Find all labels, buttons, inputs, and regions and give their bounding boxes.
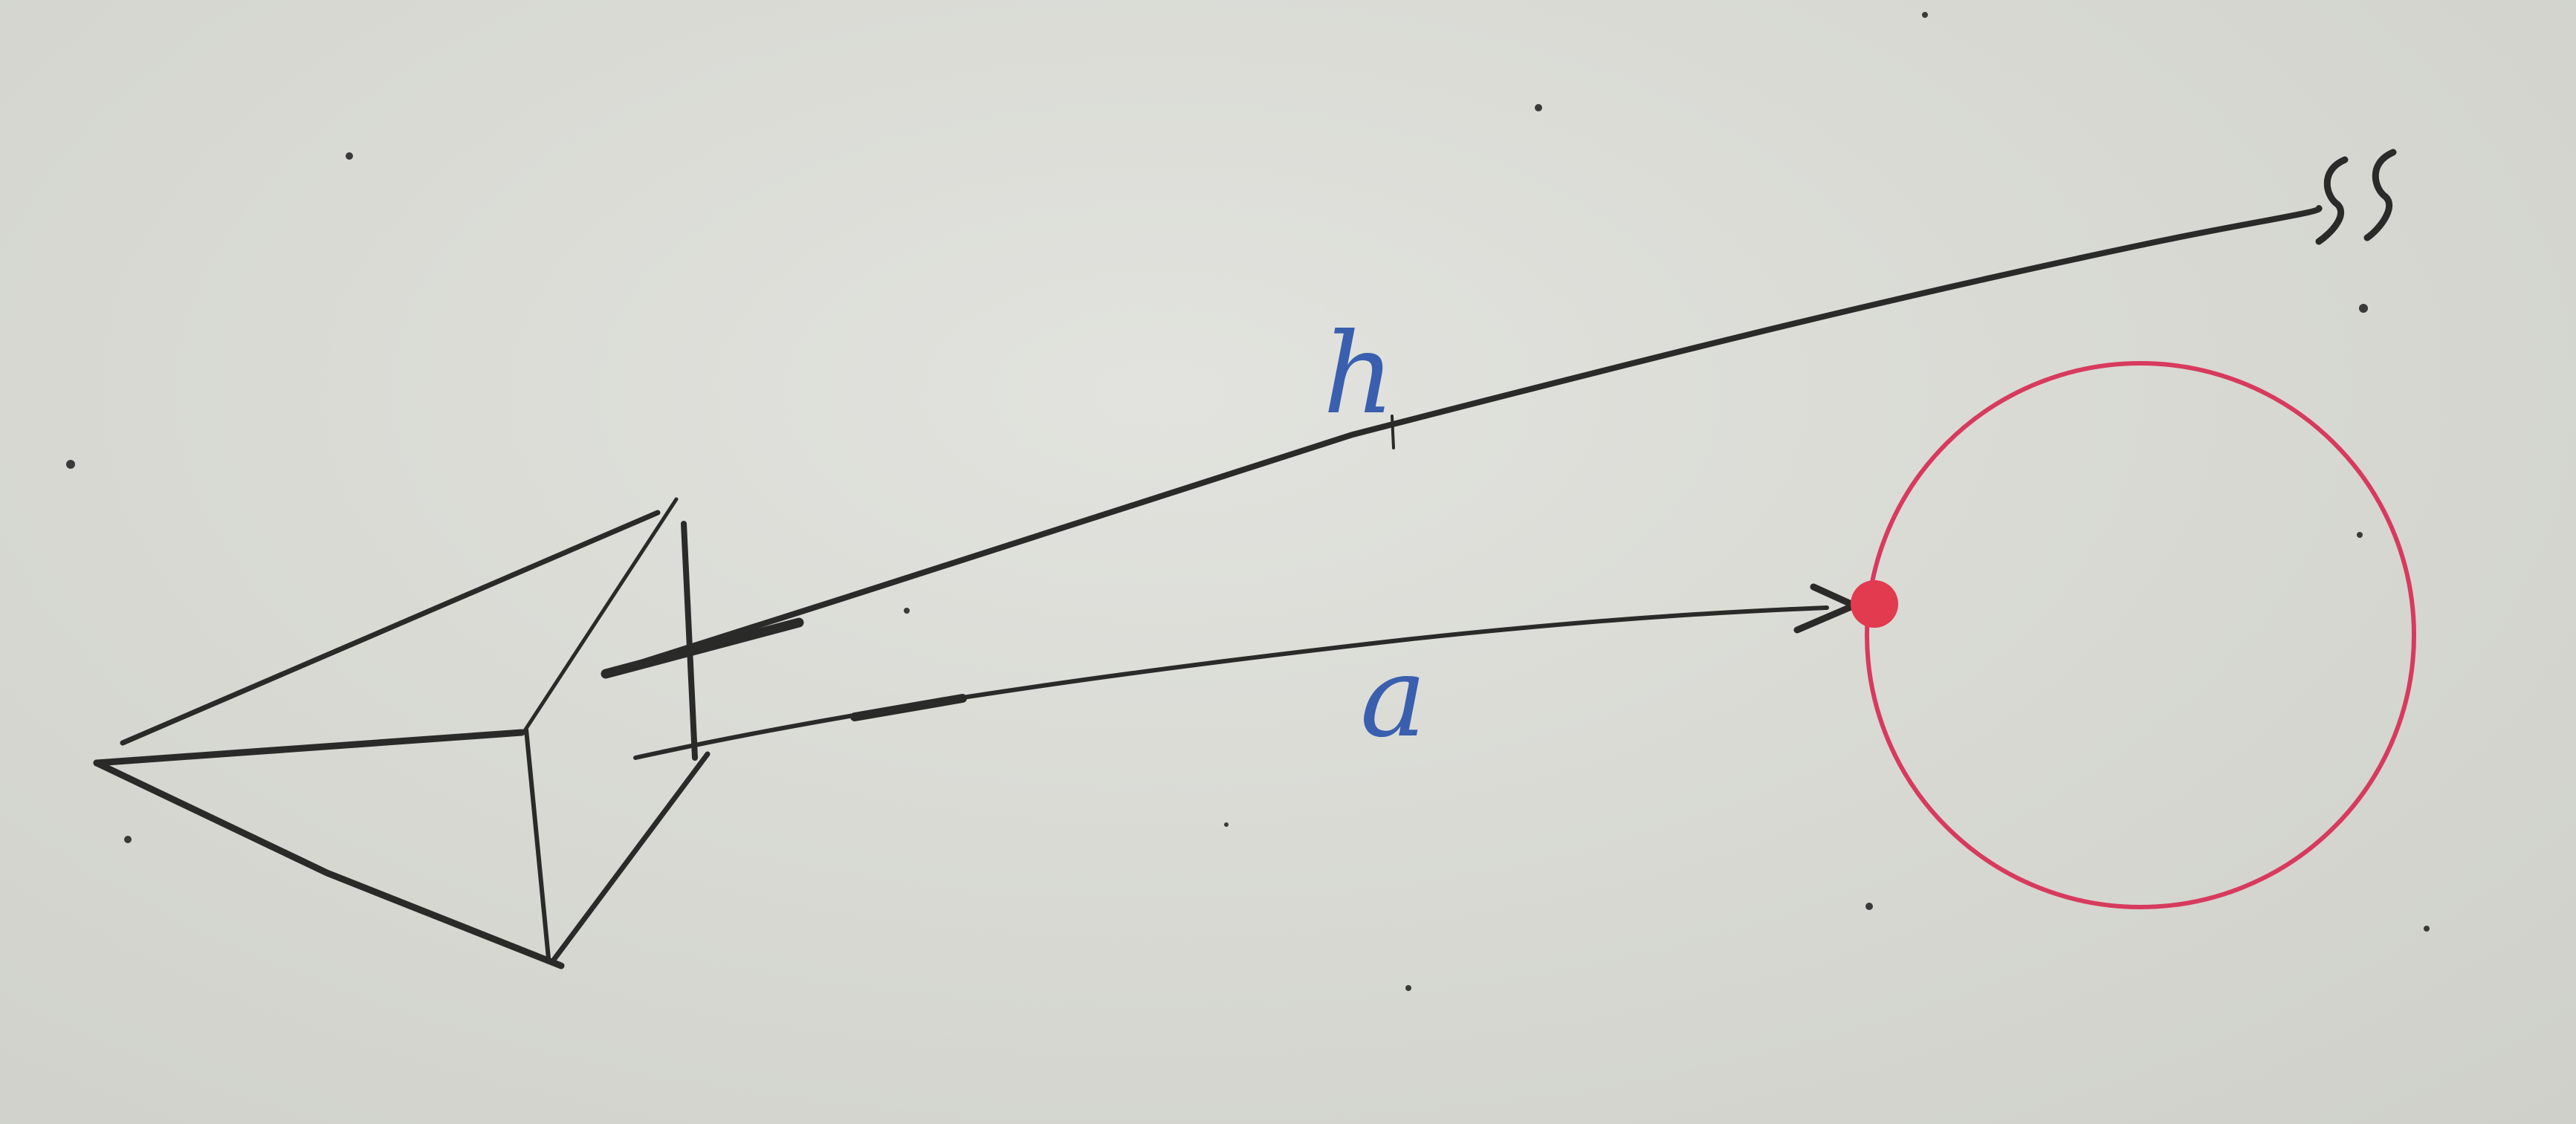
cone-top-edge (120, 510, 661, 746)
cone-axis-edge (93, 729, 525, 767)
cone-shape (93, 497, 711, 969)
cone-base-right-edge (551, 751, 711, 963)
cone-front-edge (524, 727, 551, 961)
label-h: h (1323, 310, 1395, 439)
label-a: a (1360, 633, 1426, 762)
break-symbol (2315, 149, 2397, 245)
upper-ray-line (603, 205, 2323, 677)
cone-top-inner-edge (522, 497, 679, 734)
ray-to-infinity (601, 205, 2323, 679)
upper-ray-tick (1391, 415, 1395, 449)
cone-base-vertical-edge (681, 521, 698, 761)
arrow-to-point (633, 583, 1858, 760)
red-dot (1851, 580, 1898, 628)
lower-ray-thick-segment (850, 694, 967, 721)
board-specks (66, 12, 2430, 991)
lower-ray-line (633, 605, 1829, 760)
cone-bottom-edge (93, 759, 565, 969)
red-circle (1865, 361, 2416, 909)
upper-ray-thick-start (601, 617, 804, 679)
